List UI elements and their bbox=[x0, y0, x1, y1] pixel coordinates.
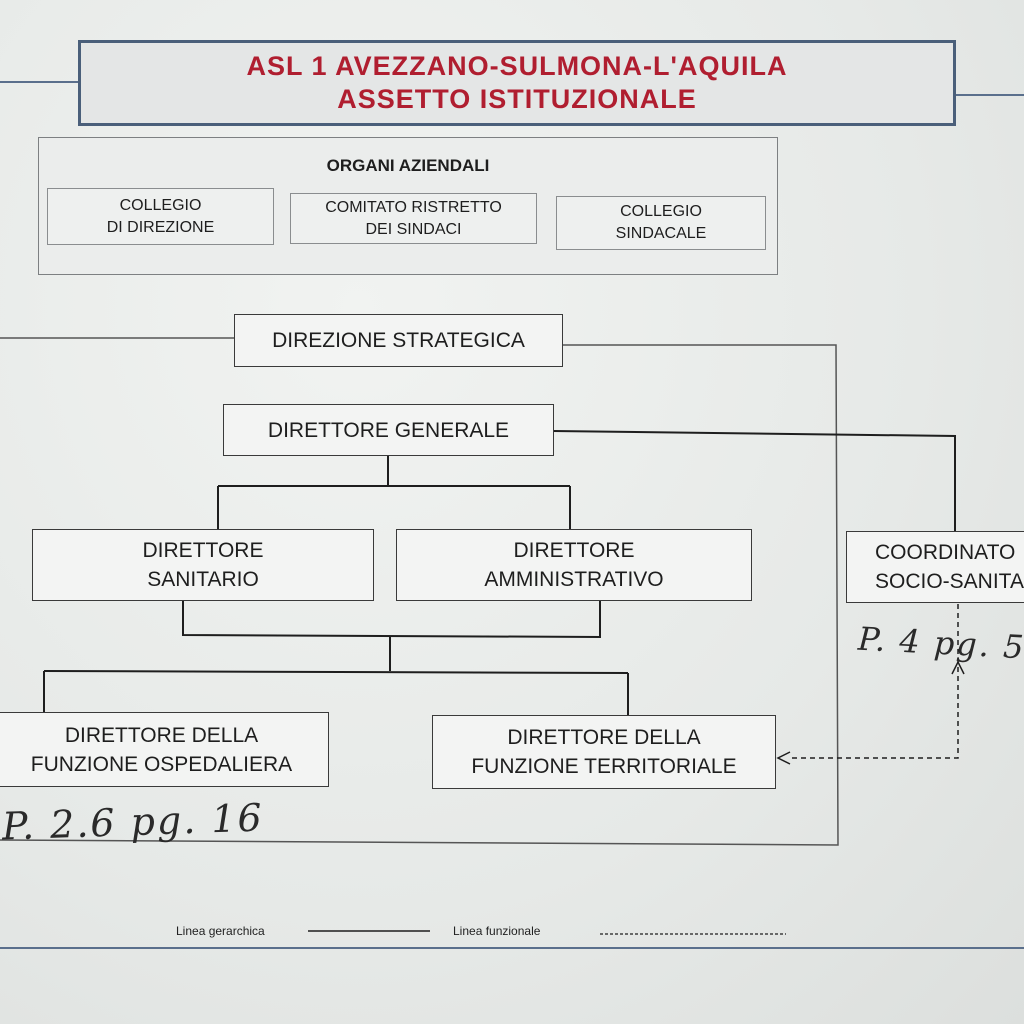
organo-label-1: COMITATO RISTRETTO bbox=[325, 198, 502, 216]
node-funzione-ospedaliera: DIRETTORE DELLA FUNZIONE OSPEDALIERA bbox=[0, 712, 329, 787]
organi-heading: ORGANI AZIENDALI bbox=[326, 156, 490, 175]
line-functions-horizontal bbox=[43, 670, 629, 674]
node-direttore-generale: DIRETTORE GENERALE bbox=[223, 404, 554, 456]
organo-label-2: DEI SINDACI bbox=[365, 220, 462, 238]
functional-line bbox=[790, 604, 959, 759]
node-label-1: DIRETTORE DELLA bbox=[64, 723, 259, 747]
organo-label-1: COLLEGIO bbox=[620, 203, 702, 220]
node-label-2: SOCIO-SANITA bbox=[875, 570, 1024, 593]
organo-label-2: DI DIREZIONE bbox=[106, 218, 215, 236]
functional-arrow-left bbox=[776, 751, 791, 765]
node-label: DIREZIONE STRATEGICA bbox=[272, 329, 525, 352]
node-label-1: DIRETTORE bbox=[513, 539, 635, 562]
node-label-1: DIRETTORE bbox=[142, 539, 264, 562]
title-line-1: ASL 1 AVEZZANO-SULMONA-L'AQUILA bbox=[246, 51, 788, 81]
title-box: ASL 1 AVEZZANO-SULMONA-L'AQUILA ASSETTO … bbox=[78, 40, 956, 126]
organo-collegio-sindacale: COLLEGIO SINDACALE bbox=[556, 196, 766, 250]
node-label-1: COORDINATO bbox=[875, 541, 1016, 564]
line-join-directors bbox=[182, 601, 601, 639]
node-label: DIRETTORE GENERALE bbox=[267, 418, 510, 442]
organo-collegio-direzione: COLLEGIO DI DIREZIONE bbox=[47, 188, 274, 245]
title-line-2: ASSETTO ISTITUZIONALE bbox=[337, 84, 697, 114]
organo-label-1: COLLEGIO bbox=[119, 196, 202, 214]
node-direttore-sanitario: DIRETTORE SANITARIO bbox=[32, 529, 374, 601]
node-funzione-territoriale: DIRETTORE DELLA FUNZIONE TERRITORIALE bbox=[432, 715, 776, 789]
node-label-1: DIRETTORE DELLA bbox=[507, 726, 701, 749]
node-direttore-amministrativo: DIRETTORE AMMINISTRATIVO bbox=[396, 529, 752, 601]
legend-gerarchica-label: Linea gerarchica bbox=[176, 924, 265, 938]
line-generale-coordinatore bbox=[552, 430, 956, 531]
node-label-2: SANITARIO bbox=[147, 568, 259, 591]
legend-funzionale-label: Linea funzionale bbox=[453, 924, 541, 938]
organo-comitato-ristretto: COMITATO RISTRETTO DEI SINDACI bbox=[290, 193, 537, 244]
node-label-2: FUNZIONE OSPEDALIERA bbox=[30, 752, 293, 776]
functional-arrow-up bbox=[951, 660, 965, 675]
handwritten-note-ospedaliera: P. 2.6 pg. 16 bbox=[1, 795, 265, 849]
node-label-2: AMMINISTRATIVO bbox=[484, 568, 664, 591]
node-label-2: FUNZIONE TERRITORIALE bbox=[471, 755, 737, 778]
strategic-frame bbox=[0, 344, 839, 846]
node-coordinatore-socio-sanitario: COORDINATO SOCIO-SANITA bbox=[846, 531, 1024, 603]
organo-label-2: SINDACALE bbox=[615, 225, 707, 242]
node-direzione-strategica: DIREZIONE STRATEGICA bbox=[234, 314, 563, 367]
